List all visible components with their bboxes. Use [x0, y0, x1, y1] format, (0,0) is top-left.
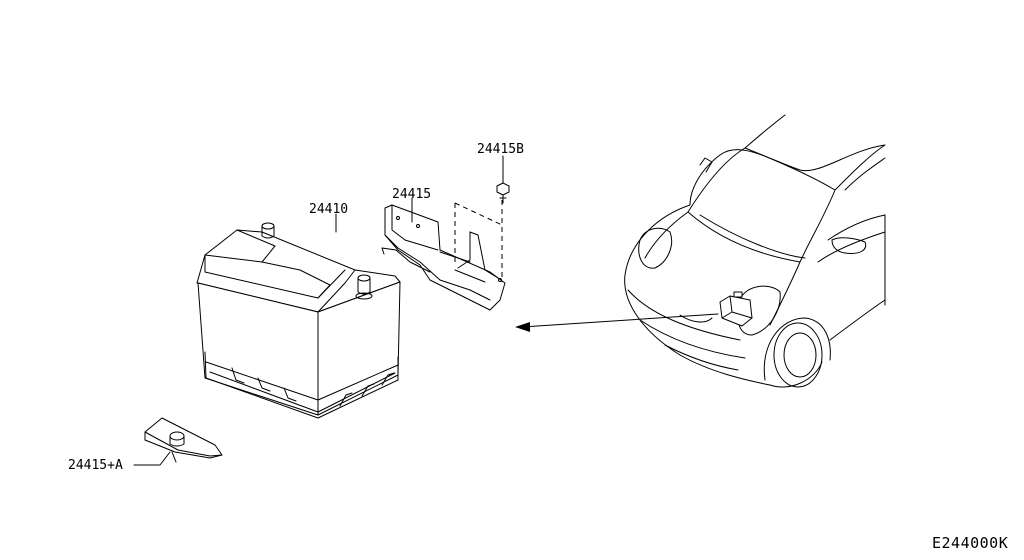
part-label-24415: 24415	[392, 187, 431, 202]
leader-24415A	[133, 451, 171, 466]
part-label-24415A: 24415+A	[68, 458, 123, 473]
part-label-24415B: 24415B	[477, 142, 524, 157]
hold-down-clamp-illustration	[144, 417, 223, 463]
location-arrow	[515, 313, 719, 332]
battery-illustration	[196, 222, 401, 419]
drawing-code: E244000K	[932, 534, 1008, 552]
part-label-24410: 24410	[309, 202, 348, 217]
battery-frame-illustration	[381, 200, 506, 311]
frame-bolt-illustration	[496, 182, 510, 204]
car-illustration	[624, 114, 886, 388]
